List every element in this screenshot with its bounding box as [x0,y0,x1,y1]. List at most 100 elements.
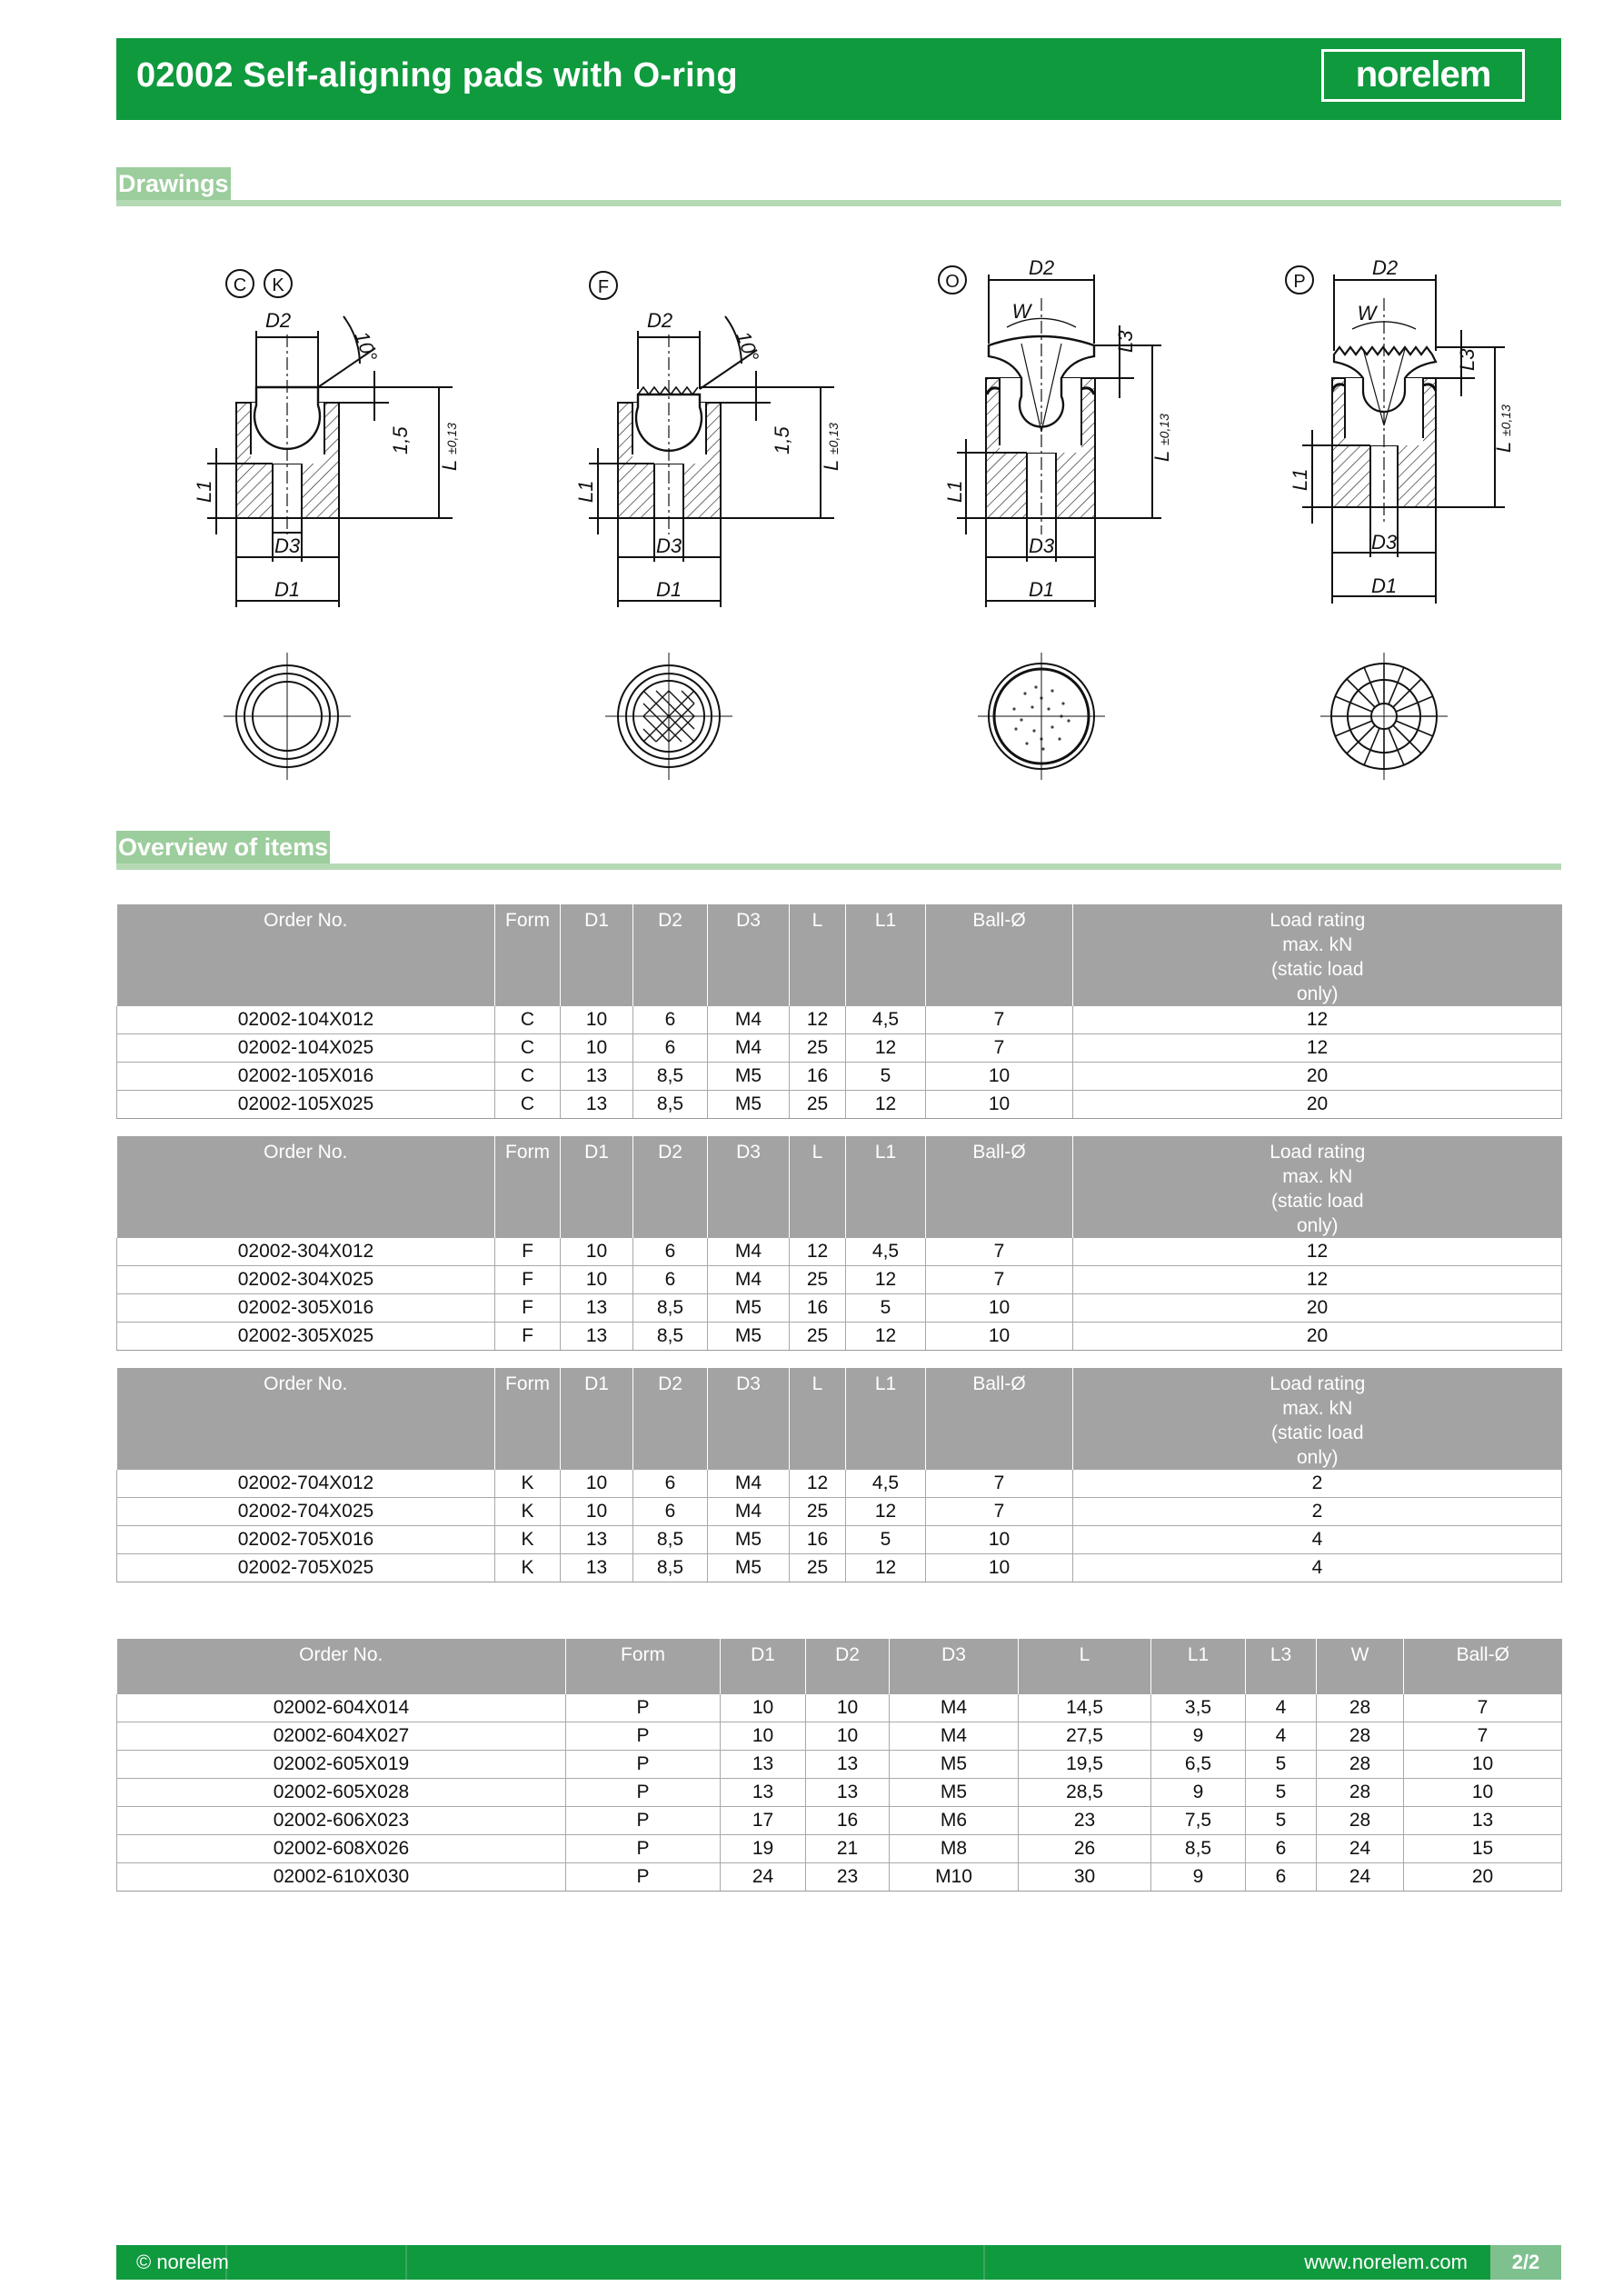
table-cell: K [494,1497,561,1526]
drawing-label-tolerance: ±0,13 [444,423,459,454]
table-cell: 4 [1072,1525,1562,1554]
table-cell: M10 [889,1862,1019,1892]
table-cell: 25 [789,1553,846,1582]
column-header: W [1316,1639,1404,1694]
column-header: Ball-Ø [925,1368,1073,1470]
drawing-label-d2: D2 [1029,256,1054,279]
top-view-form-f [605,653,732,780]
drawing-label-d2: D2 [647,309,672,332]
table-cell: 02002-605X028 [116,1778,566,1807]
table-cell: 20 [1072,1322,1562,1351]
table-cell: M6 [889,1806,1019,1835]
table-cell: 10 [925,1525,1073,1554]
table-cell: 17 [720,1806,806,1835]
table-cell: 02002-304X025 [116,1265,495,1294]
column-header: L1 [845,904,926,1006]
drawing-label-d2: D2 [1372,256,1398,279]
table-cell: M4 [707,1470,790,1498]
table-cell: 13 [560,1322,633,1351]
table-cell: 6 [632,1265,708,1294]
table-cell: 7 [925,1265,1073,1294]
table-cell: 25 [789,1090,846,1119]
table-cell: M5 [707,1322,790,1351]
column-header: L3 [1245,1639,1317,1694]
table-cell: 3,5 [1150,1694,1246,1722]
table-cell: 02002-705X025 [116,1553,495,1582]
table-cell: 02002-606X023 [116,1806,566,1835]
table-cell: 02002-604X027 [116,1722,566,1751]
table-cell: 24 [1316,1834,1404,1863]
table-cell: 20 [1072,1062,1562,1091]
column-header: Ball-Ø [925,1136,1073,1238]
table-cell: P [565,1694,721,1722]
table-cell: 28 [1316,1750,1404,1779]
table-cell: 8,5 [632,1090,708,1119]
column-header: Ball-Ø [925,904,1073,1006]
table-cell: 12 [1072,1265,1562,1294]
drawing-label-angle: 10° [350,328,382,364]
table-cell: C [494,1062,561,1091]
table-cell: 4 [1245,1722,1317,1751]
table-cell: 10 [925,1090,1073,1119]
table-cell: 12 [845,1497,926,1526]
table-cell: 8,5 [632,1525,708,1554]
drawing-label-d1: D1 [274,578,300,601]
column-header: D3 [707,1368,790,1470]
table-cell: 20 [1403,1862,1562,1892]
table-cell: 23 [1018,1806,1151,1835]
top-view-form-c [224,653,351,780]
table-cell: 27,5 [1018,1722,1151,1751]
footer-copyright: © norelem [136,2251,229,2273]
table-cell: 7 [925,1006,1073,1034]
column-header: D3 [707,1136,790,1238]
table-cell: M8 [889,1834,1019,1863]
drawing-label-w: W [1012,300,1033,323]
table-cell: 02002-304X012 [116,1238,495,1266]
table-cell: M4 [707,1265,790,1294]
table-cell: 20 [1072,1293,1562,1323]
column-header: Form [494,904,561,1006]
column-header: Form [494,1136,561,1238]
footer-url[interactable]: www.norelem.com [1304,2251,1468,2273]
table-cell: 9 [1150,1722,1246,1751]
column-header: Order No. [116,1639,566,1694]
column-header: D1 [560,1368,633,1470]
column-header: Form [565,1639,721,1694]
table-cell: 16 [789,1525,846,1554]
table-cell: 14,5 [1018,1694,1151,1722]
drawing-form-p [1285,265,1505,604]
page-header: 02002 Self-aligning pads with O-ring nor… [116,38,1561,120]
column-header: Order No. [116,1368,495,1470]
table-cell: 10 [560,1265,633,1294]
drawing-label-d3: D3 [1371,531,1398,554]
table-cell: P [565,1750,721,1779]
overview-section-title: Overview of items [116,831,331,863]
table-cell: P [565,1806,721,1835]
table-cell: 02002-104X012 [116,1006,495,1034]
table-cell: 6 [1245,1862,1317,1892]
table-cell: 02002-608X026 [116,1834,566,1863]
table-cell: 10 [805,1694,890,1722]
table-cell: M5 [707,1062,790,1091]
drawing-label-w: W [1358,302,1379,324]
column-header: Ball-Ø [1403,1639,1562,1694]
drawing-label-form-f: F [598,277,609,297]
table-cell: 7 [1403,1694,1562,1722]
table-cell: 13 [560,1090,633,1119]
table-cell: C [494,1033,561,1063]
table-cell: 28 [1316,1778,1404,1807]
column-header: Form [494,1368,561,1470]
drawing-form-f [589,271,834,607]
table-cell: 28,5 [1018,1778,1151,1807]
table-cell: 5 [845,1062,926,1091]
table-cell: 28 [1316,1694,1404,1722]
column-header: L [1018,1639,1151,1694]
